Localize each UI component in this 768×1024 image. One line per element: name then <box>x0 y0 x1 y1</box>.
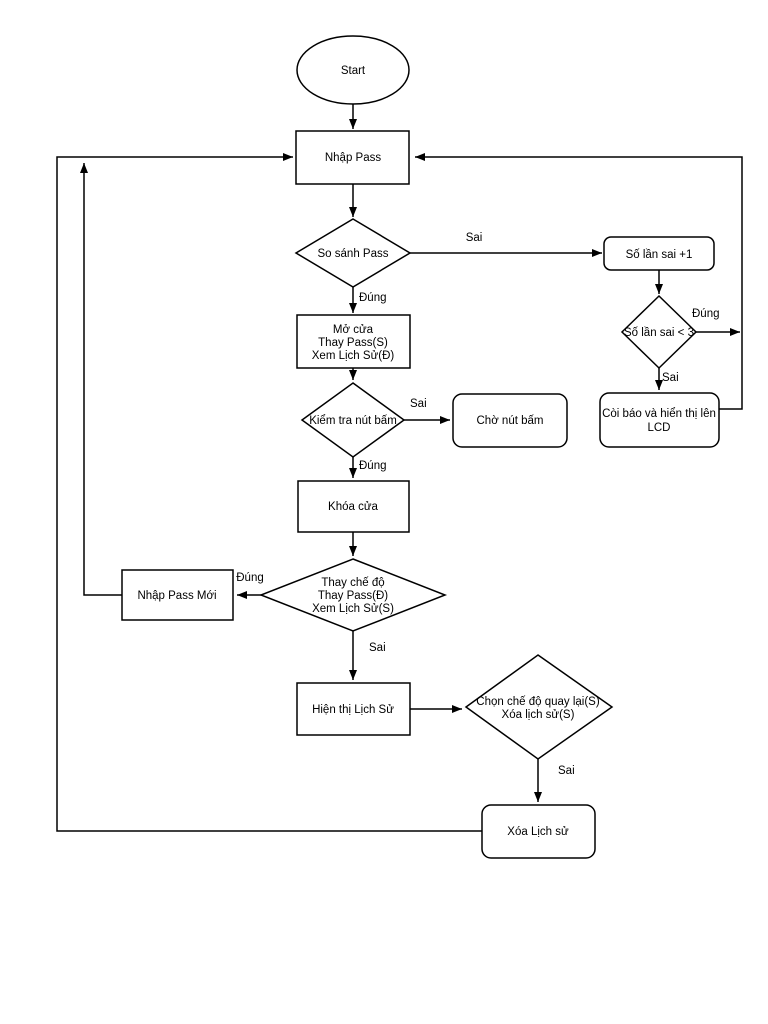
label-thay-che-do-sai: Sai <box>369 642 386 654</box>
so-sanh-pass-label: So sánh Pass <box>318 248 389 260</box>
kiem-tra-nut-bam-label: Kiểm tra nút bấm <box>309 415 397 427</box>
chon-che-do-label: Chọn chế độ quay lại(S) <box>476 696 600 708</box>
so-lan-sai-inc-rect <box>603 236 715 271</box>
so-lan-sai-lt3-diamond <box>620 294 698 370</box>
label-kiem-tra-sai: Sai <box>410 398 427 410</box>
mo-cua-rect <box>296 314 411 369</box>
chon-che-do-label-line2: Xóa lịch sử(S) <box>502 709 575 721</box>
node-chon-che-do: Chọn chế độ quay lại(S) Xóa lịch sử(S) <box>464 654 614 760</box>
khoa-cua-label: Khóa cửa <box>328 501 379 513</box>
node-hien-thi-lich-su: Hiện thị Lịch Sử <box>296 682 411 736</box>
label-lt3-sai: Sai <box>662 372 679 384</box>
mo-cua-label-line3: Xem Lịch Sử(Đ) <box>312 350 395 362</box>
mo-cua-label-line2: Thay Pass(S) <box>318 337 388 349</box>
start-ellipse <box>296 35 410 105</box>
node-coi-bao-lcd: Còi báo và hiển thị lên LCD <box>599 392 720 448</box>
label-so-sanh-dung: Đúng <box>359 292 387 304</box>
node-khoa-cua: Khóa cửa <box>297 480 410 533</box>
node-mo-cua: Mở cửa Thay Pass(S) Xem Lịch Sử(Đ) <box>296 314 411 369</box>
edge-xoa-loop-to-nhap-pass <box>56 153 482 832</box>
node-kiem-tra-nut-bam: Kiểm tra nút bấm <box>300 382 406 458</box>
kiem-tra-nut-bam-diamond <box>300 382 406 458</box>
thay-che-do-label-line2: Thay Pass(Đ) <box>318 590 388 602</box>
so-lan-sai-lt3-label: Số lần sai < 3 <box>624 327 694 339</box>
label-kiem-tra-dung: Đúng <box>359 460 387 472</box>
label-lt3-dung: Đúng <box>692 308 720 320</box>
start-label: Start <box>341 65 366 77</box>
hien-thi-lich-su-label: Hiện thị Lịch Sử <box>312 704 394 716</box>
flow-edges <box>56 104 743 832</box>
node-nhap-pass-moi: Nhập Pass Mới <box>121 569 234 621</box>
xoa-lich-su-rect <box>481 804 596 859</box>
label-thay-che-do-dung: Đúng <box>236 572 264 584</box>
nhap-pass-moi-rect <box>121 569 234 621</box>
flow-nodes: Start Nhập Pass So sánh Pass Mở cửa Thay… <box>121 35 720 859</box>
so-lan-sai-inc-label: Số lần sai +1 <box>626 249 693 261</box>
label-chon-che-do-sai: Sai <box>558 765 575 777</box>
node-cho-nut-bam: Chờ nút bấm <box>452 393 568 448</box>
cho-nut-bam-label: Chờ nút bấm <box>477 415 544 427</box>
node-nhap-pass: Nhập Pass <box>295 130 410 185</box>
node-so-lan-sai-lt3: Số lần sai < 3 <box>620 294 698 370</box>
hien-thi-lich-su-rect <box>296 682 411 736</box>
edge-nhap-pass-moi-loop <box>80 163 122 596</box>
edge-lcd-loop-to-nhap-pass <box>415 153 743 410</box>
coi-bao-lcd-rect <box>599 392 720 448</box>
chon-che-do-diamond <box>464 654 614 760</box>
thay-che-do-label: Thay chế độ <box>321 577 384 589</box>
thay-che-do-diamond <box>258 558 448 632</box>
node-so-sanh-pass: So sánh Pass <box>294 218 412 288</box>
nhap-pass-moi-label: Nhập Pass Mới <box>137 590 216 602</box>
node-xoa-lich-su: Xóa Lịch sử <box>481 804 596 859</box>
node-start: Start <box>296 35 410 105</box>
coi-bao-lcd-label: Còi báo và hiển thị lên <box>602 408 716 420</box>
node-thay-che-do: Thay chế độ Thay Pass(Đ) Xem Lịch Sử(S) <box>258 558 448 632</box>
flow-edge-labels: Sai Đúng Đúng Sai Sai Đúng Đúng Sai Sai <box>236 232 719 777</box>
thay-che-do-label-line3: Xem Lịch Sử(S) <box>312 603 394 615</box>
mo-cua-label: Mở cửa <box>333 324 374 336</box>
nhap-pass-rect <box>295 130 410 185</box>
label-so-sanh-sai: Sai <box>466 232 483 244</box>
cho-nut-bam-rect <box>452 393 568 448</box>
nhap-pass-label: Nhập Pass <box>325 152 382 164</box>
node-so-lan-sai-inc: Số lần sai +1 <box>603 236 715 271</box>
xoa-lich-su-label: Xóa Lịch sử <box>507 826 569 838</box>
khoa-cua-rect <box>297 480 410 533</box>
coi-bao-lcd-label-line2: LCD <box>647 422 670 434</box>
so-sanh-pass-diamond <box>294 218 412 288</box>
